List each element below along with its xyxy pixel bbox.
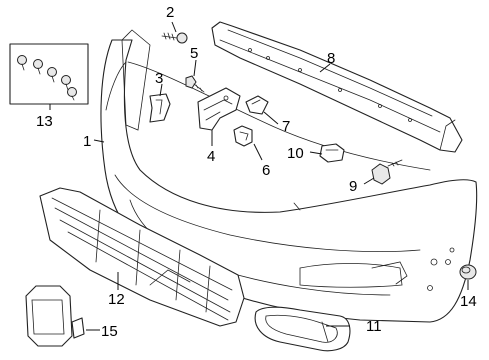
- reinforcement-beam: [211, 21, 463, 153]
- callout-14: 14: [460, 293, 477, 310]
- fastener-kit: [9, 43, 89, 105]
- callout-12: 12: [108, 291, 125, 308]
- callout-9: 9: [349, 178, 357, 195]
- callout-11: 11: [366, 318, 382, 335]
- fog-lamp-bezel: [254, 306, 351, 352]
- bolt-5: [185, 75, 205, 93]
- mounting-bracket-4: [197, 87, 241, 131]
- callout-8: 8: [327, 50, 335, 67]
- bolt-9: [371, 159, 403, 185]
- push-pin-1: [17, 55, 27, 71]
- lower-grille: [39, 187, 245, 327]
- cap-plug: [459, 264, 477, 280]
- callout-2: 2: [166, 4, 174, 21]
- callout-13: 13: [36, 113, 53, 130]
- sensor-module: [25, 285, 85, 347]
- retainer-6: [233, 125, 253, 147]
- callout-10: 10: [287, 145, 304, 162]
- callout-labels: 1 2 3 4 5 6 7 8 9 10 11 12 13 14 15: [36, 4, 477, 340]
- clip-7: [245, 95, 269, 115]
- callout-5: 5: [190, 45, 198, 62]
- callout-6: 6: [262, 162, 270, 179]
- callout-7: 7: [282, 118, 290, 135]
- clip-nut-10: [319, 143, 345, 163]
- push-pin-2: [33, 59, 43, 75]
- callout-4: 4: [207, 148, 215, 165]
- push-pin-3: [47, 67, 57, 83]
- screw-2: [161, 32, 188, 44]
- push-pin-4: [61, 75, 71, 91]
- callout-1: 1: [83, 133, 91, 150]
- push-pin-5: [67, 87, 77, 101]
- callout-3: 3: [155, 70, 163, 87]
- bracket-3: [149, 93, 171, 123]
- callout-15: 15: [101, 323, 118, 340]
- leader-lines: [49, 21, 469, 331]
